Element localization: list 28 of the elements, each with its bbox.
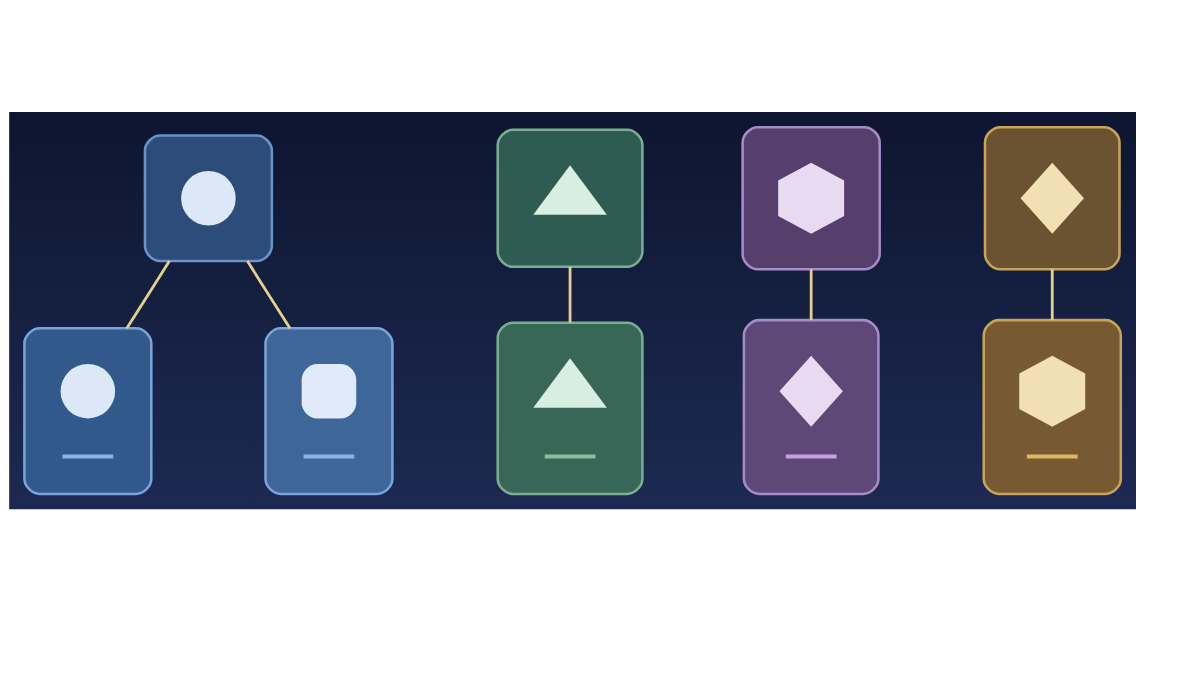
cluster	[143, 133, 274, 262]
node-diamond	[779, 355, 843, 427]
node-circle	[60, 363, 116, 418]
connector	[1050, 268, 1054, 320]
node-bar	[62, 454, 114, 458]
cluster	[741, 125, 881, 271]
node-diamond	[1020, 162, 1084, 234]
connector	[809, 268, 813, 320]
node-square	[301, 363, 357, 418]
node-bar	[785, 454, 837, 458]
node-hexagon	[778, 162, 845, 234]
node-bar	[303, 454, 355, 458]
node-circle	[181, 170, 236, 226]
cluster	[23, 326, 153, 495]
node-bar	[1026, 454, 1078, 458]
node-triangle	[533, 357, 607, 408]
connector	[246, 259, 292, 329]
cluster	[742, 318, 880, 495]
node-hexagon	[1019, 355, 1086, 427]
cluster	[496, 320, 644, 495]
connector	[125, 259, 171, 329]
cluster	[264, 326, 394, 495]
cluster	[982, 318, 1123, 495]
cluster	[496, 128, 644, 268]
node-bar	[544, 454, 596, 458]
node-triangle	[533, 164, 607, 215]
connector	[568, 266, 572, 323]
cluster	[983, 125, 1121, 271]
